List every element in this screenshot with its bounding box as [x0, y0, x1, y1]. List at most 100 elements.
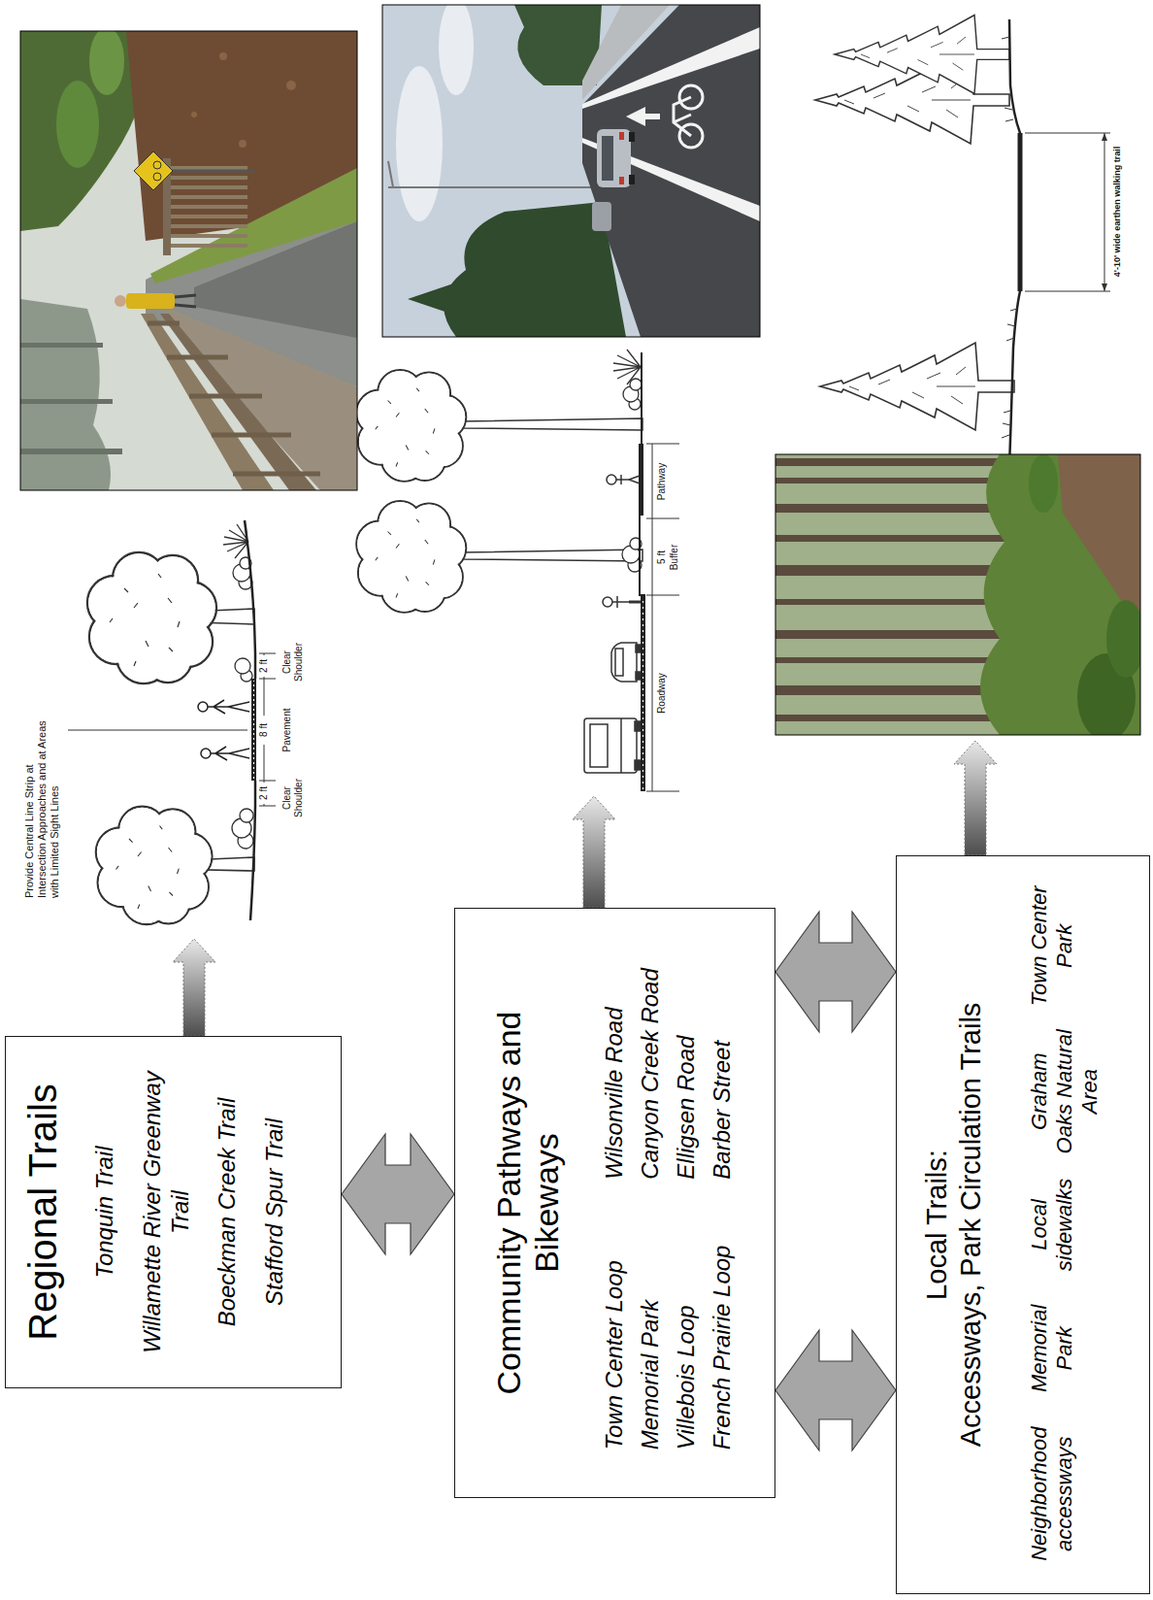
regional-trail-section — [87, 552, 217, 684]
trail-bridge-photo — [153, 161, 162, 169]
regional-trail-section — [253, 680, 255, 779]
roadway-pathway-section — [612, 595, 629, 608]
roadway-pathway-section — [613, 349, 641, 385]
bike-lane-photo — [619, 131, 625, 140]
roadway-pathway-section — [616, 474, 640, 485]
trail-name: Memorial Park — [636, 1299, 665, 1450]
regional-trail-section — [244, 520, 256, 921]
earthen-trail-section — [1009, 19, 1021, 466]
drawing-label: 2 ft — [258, 782, 270, 804]
item-columns: Town Center LoopMemorial ParkVillebois L… — [600, 927, 736, 1478]
box-heading: Community Pathways and Bikeways — [490, 1008, 566, 1397]
drawing-label: 2 ft — [258, 655, 270, 677]
roadway-pathway-section — [639, 352, 646, 595]
bike-lane-photo — [382, 4, 760, 337]
item-columns: Tonquin TrailWillamette River Greenway T… — [91, 1055, 290, 1368]
local-trails-box: Local Trails:Accessways, Park Circulatio… — [895, 855, 1151, 1594]
trail-bridge-photo — [160, 313, 317, 491]
trail-name: Willamette River Greenway Trail — [138, 1055, 196, 1368]
trail-name: Graham Oaks Natural Area — [1026, 1025, 1104, 1157]
pointer-arrow — [954, 740, 997, 856]
roadway-pathway-section — [634, 721, 641, 731]
trail-name: Villebois Loop — [672, 1304, 701, 1450]
trail-bridge-photo — [126, 293, 175, 309]
roadway-pathway-section — [356, 349, 680, 791]
bike-lane-photo — [443, 201, 626, 337]
trail-bridge-photo — [20, 31, 358, 491]
trail-bridge-photo — [20, 31, 148, 231]
box-heading: Accessways, Park Circulation Trails — [954, 1002, 989, 1448]
bike-lane-photo — [582, 4, 760, 337]
roadway-pathway-section — [602, 596, 613, 607]
item-column: Wilsonville RoadCanyon Creek RoadElligse… — [600, 955, 736, 1180]
trail-bridge-photo — [20, 31, 358, 491]
roadway-pathway-section — [642, 596, 644, 790]
forest-path-photo — [775, 454, 1141, 735]
trail-bridge-photo — [191, 111, 198, 118]
regional-trail-section — [67, 520, 276, 924]
pointer-arrow — [572, 795, 616, 908]
item-columns: Neighborhood accessways Memorial Park Loca… — [1026, 865, 1104, 1583]
bike-lane-photo — [673, 97, 692, 136]
trail-name: Elligsen Road — [672, 1035, 701, 1180]
drawing-label: Buffer — [668, 535, 681, 579]
box-heading: Regional Trails — [19, 1083, 66, 1341]
regional-trail-section — [200, 748, 211, 758]
forest-path-photo — [775, 454, 1146, 741]
roadway-pathway-section — [356, 500, 466, 613]
trail-bridge-photo — [153, 172, 162, 181]
bike-lane-photo — [628, 174, 635, 185]
trail-name: Neighborhood accessways — [1026, 1420, 1079, 1567]
item-column: Graham Oaks Natural Area — [1026, 1025, 1104, 1157]
drawing-label: 8 ft — [258, 715, 270, 745]
double-arrow — [775, 911, 896, 1032]
trail-bridge-photo — [147, 323, 321, 474]
trail-bridge-photo — [150, 167, 358, 284]
earthen-trail-section — [820, 342, 1015, 430]
drawing-label: Provide Central Line Strip at Intersecti… — [23, 713, 63, 898]
roadway-pathway-section — [629, 378, 642, 391]
trail-name: Local sidewalks — [1026, 1173, 1079, 1276]
trail-bridge-photo — [174, 295, 197, 307]
trail-bridge-photo — [20, 31, 358, 491]
roadway-pathway-section — [461, 418, 643, 430]
bike-lane-photo — [625, 106, 660, 127]
trail-bridge-photo — [20, 298, 111, 491]
drawing-label: 4'-10' wide earthen walking trail — [1112, 119, 1123, 304]
pointer-arrow — [172, 938, 216, 1036]
forest-path-photo — [1028, 454, 1058, 513]
trail-name: Memorial Park — [1026, 1291, 1079, 1404]
item-column: Local sidewalks — [1026, 1173, 1104, 1276]
forest-path-photo — [1106, 599, 1141, 678]
item-column: Neighborhood accessways — [1026, 1420, 1104, 1567]
trail-bridge-photo — [56, 80, 99, 168]
item-column: Memorial Park — [1026, 1291, 1104, 1404]
roadway-pathway-section — [356, 369, 466, 482]
bike-lane-photo — [382, 0, 760, 337]
item-column: Tonquin TrailWillamette River Greenway T… — [91, 1055, 290, 1368]
box-heading: Local Trails: — [920, 1149, 955, 1300]
roadway-pathway-section — [590, 724, 608, 767]
roadway-pathway-section — [635, 644, 641, 653]
roadway-pathway-section — [584, 718, 637, 773]
regional-trail-section — [207, 699, 250, 714]
trail-name: Boeckman Creek Trail — [213, 1097, 242, 1327]
trail-bridge-photo — [170, 167, 248, 246]
bike-lane-photo — [601, 135, 614, 181]
regional-trail-section — [259, 653, 276, 806]
forest-path-photo — [775, 454, 1141, 735]
drawing-label: Pavement — [281, 700, 294, 759]
drawing-label: Clear Shoulder — [281, 773, 305, 823]
roadway-pathway-section — [640, 594, 646, 791]
bike-lane-photo — [382, 4, 760, 337]
trail-name: Town Center Park — [1026, 882, 1079, 1009]
drawing-label: 5 ft — [656, 537, 668, 577]
drawing-label: Pathway — [656, 452, 668, 511]
drawing-label: Clear Shoulder — [281, 637, 305, 687]
roadway-pathway-section — [615, 648, 624, 676]
earthen-trail-section — [1001, 36, 1018, 438]
roadway-pathway-section — [611, 642, 637, 682]
regional-trail-section — [234, 658, 251, 674]
